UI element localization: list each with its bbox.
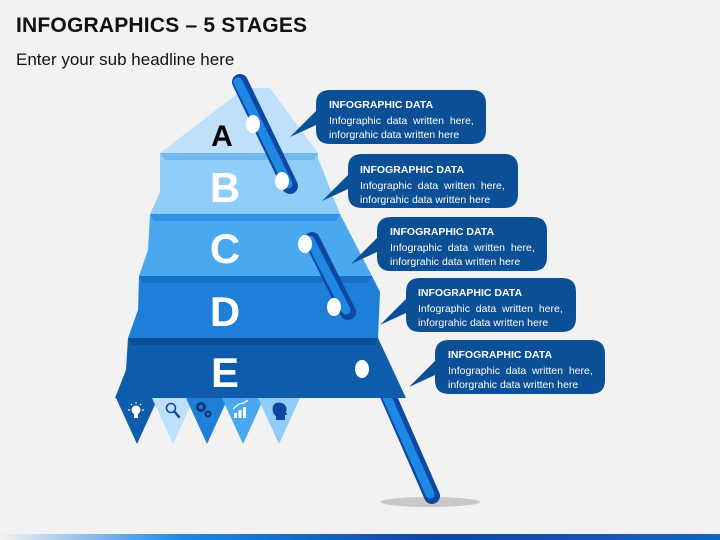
callout-b-title: INFOGRAPHIC DATA: [360, 164, 464, 176]
callout-c: INFOGRAPHIC DATA Infographic data writte…: [351, 217, 547, 271]
growth-chart-icon: [232, 399, 249, 418]
head-profile-icon: [272, 402, 287, 420]
ring-e: [355, 360, 369, 378]
callout-a-line1: Infographic data written here,: [329, 115, 474, 127]
callout-b-line2: inforgrahic data written here: [360, 194, 490, 206]
callout-e-line1: Infographic data written here,: [448, 365, 593, 377]
magnifier-icon: [165, 402, 181, 419]
pole-upper-highlight: [233, 77, 293, 189]
stage-c-tier: [139, 214, 372, 276]
stage-e-tier: [115, 338, 406, 398]
page-subtitle: Enter your sub headline here: [16, 50, 235, 69]
stage-a-tier: [160, 88, 318, 153]
pennant-2: [152, 398, 194, 444]
ring-b: [275, 172, 289, 190]
stage-b-letter: B: [210, 164, 240, 211]
callout-c-title: INFOGRAPHIC DATA: [390, 226, 494, 238]
lightbulb-icon: [128, 402, 144, 418]
gears-icon: [196, 402, 212, 418]
pennant-4: [222, 398, 264, 444]
pennant-1: [116, 398, 158, 444]
stage-a-letter: A: [211, 120, 233, 153]
page-title: INFOGRAPHICS – 5 STAGES: [16, 14, 308, 37]
callout-b: INFOGRAPHIC DATA Infographic data writte…: [322, 154, 518, 208]
pennant-5: [258, 398, 300, 444]
ring-c: [298, 235, 312, 253]
callout-a-line2: inforgrahic data written here: [329, 129, 459, 141]
pennant-3: [186, 398, 228, 444]
stage-d-tier: [128, 276, 380, 338]
callout-a-title: INFOGRAPHIC DATA: [329, 99, 433, 111]
callout-c-line2: inforgrahic data written here: [390, 256, 520, 268]
ring-d: [327, 298, 341, 316]
callout-b-line1: Infographic data written here,: [360, 180, 505, 192]
pennant-row: [116, 398, 300, 444]
stage-d-letter: D: [210, 288, 240, 335]
bottom-accent-bar: [0, 534, 720, 540]
callout-e-title: INFOGRAPHIC DATA: [448, 349, 552, 361]
callout-d-line1: Infographic data written here,: [418, 303, 563, 315]
callout-e: INFOGRAPHIC DATA Infographic data writte…: [409, 340, 605, 394]
callout-d: INFOGRAPHIC DATA Infographic data writte…: [380, 278, 576, 332]
callout-a: INFOGRAPHIC DATA Infographic data writte…: [290, 90, 486, 144]
pole-rings: [246, 115, 369, 378]
stage-c-letter: C: [210, 225, 240, 272]
stage-b-tier: [150, 153, 340, 214]
stage-e-letter: E: [211, 349, 239, 396]
ring-a: [246, 115, 260, 133]
callout-e-line2: inforgrahic data written here: [448, 379, 578, 391]
pole-middle-highlight: [305, 235, 351, 315]
callout-c-line1: Infographic data written here,: [390, 242, 535, 254]
callout-d-line2: inforgrahic data written here: [418, 317, 548, 329]
callout-d-title: INFOGRAPHIC DATA: [418, 287, 522, 299]
